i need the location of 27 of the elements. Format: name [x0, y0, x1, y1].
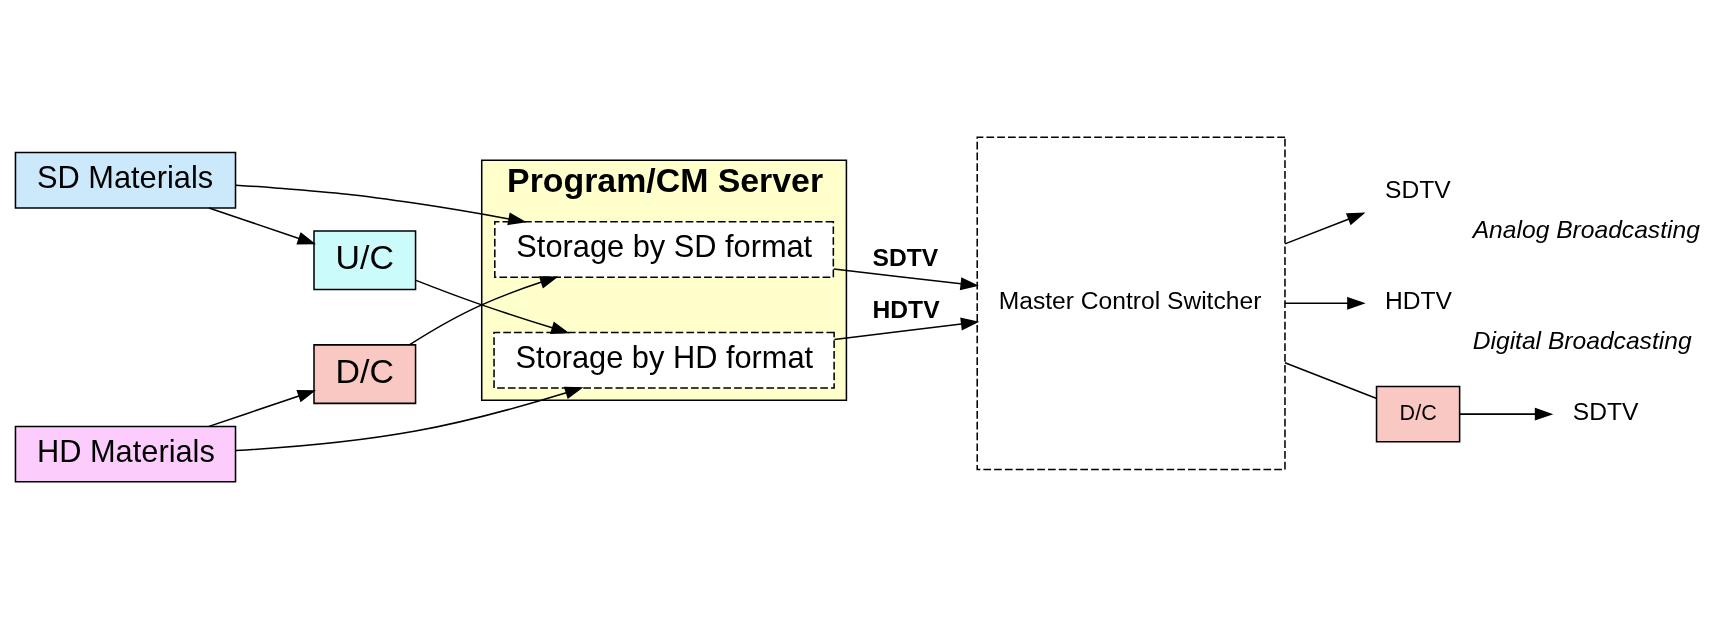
node-text: SDTV — [1572, 397, 1639, 425]
node-text: HDTV — [1385, 287, 1452, 315]
arrow — [1284, 212, 1366, 245]
node-text: SDTV — [1385, 176, 1451, 204]
connector — [1284, 362, 1377, 400]
arrow — [833, 317, 980, 341]
node-label: Analog Broadcasting — [1472, 216, 1700, 244]
node-box: Storage by HD format — [493, 331, 835, 389]
node-box: U/C — [313, 230, 417, 291]
node-box: Storage by SD format — [494, 221, 835, 278]
node-box: D/C — [1375, 385, 1461, 443]
arrow — [408, 276, 559, 346]
arrow — [235, 386, 584, 452]
arrow — [1284, 296, 1366, 310]
arrow — [415, 279, 570, 334]
node-box: Master Control Switcher — [976, 136, 1286, 471]
node-box: HD Materials — [14, 425, 237, 483]
node-box: SD Materials — [14, 151, 237, 209]
arrow — [235, 184, 527, 226]
arrow — [833, 268, 979, 291]
edge-label: SDTV — [872, 244, 939, 272]
node-box: D/C — [313, 344, 417, 405]
node-label: Digital Broadcasting — [1472, 327, 1692, 355]
arrow — [208, 389, 316, 428]
arrow — [1458, 407, 1554, 421]
edge-label: HDTV — [872, 296, 940, 324]
arrow — [208, 207, 316, 245]
